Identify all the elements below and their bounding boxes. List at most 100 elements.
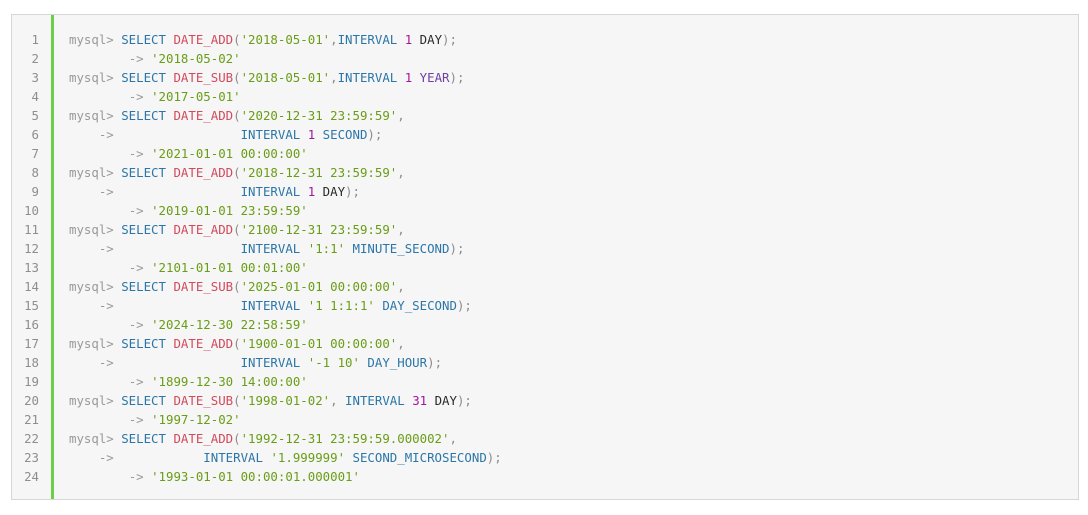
code-token: '2018-12-31 23:59:59' — [240, 165, 398, 180]
code-line: mysql> SELECT DATE_ADD('2100-12-31 23:59… — [69, 220, 1078, 239]
code-token — [69, 374, 129, 389]
code-token — [114, 450, 204, 465]
code-token: ); — [486, 450, 502, 465]
code-token: DATE_SUB — [173, 393, 234, 408]
code-token: ( — [233, 431, 241, 446]
code-content[interactable]: mysql> SELECT DATE_ADD('2018-05-01',INTE… — [69, 15, 1078, 486]
code-line: -> '1997-12-02' — [69, 410, 1078, 429]
code-token: '1993-01-01 00:00:01.000001' — [151, 469, 360, 484]
code-token: '-1 10' — [307, 355, 368, 370]
code-token: -> — [128, 260, 152, 275]
code-token: 1 — [404, 70, 420, 85]
code-token: ); — [345, 184, 360, 199]
code-token: INTERVAL — [240, 184, 308, 199]
code-token: '2018-05-01' — [240, 70, 331, 85]
code-token: -> — [128, 203, 152, 218]
line-number: 5 — [31, 108, 39, 123]
code-token — [114, 184, 241, 199]
code-token: mysql> — [69, 222, 122, 237]
code-token: mysql> — [69, 279, 122, 294]
code-token: ); — [427, 355, 443, 370]
code-token: SELECT — [121, 32, 174, 47]
code-token: mysql> — [69, 108, 122, 123]
code-token: -> — [128, 374, 152, 389]
code-token — [69, 355, 99, 370]
code-token: -> — [128, 146, 152, 161]
code-token: mysql> — [69, 336, 122, 351]
code-line: -> INTERVAL '1.999999' SECOND_MICROSECON… — [69, 448, 1078, 467]
code-token: -> — [98, 355, 114, 370]
code-token: '2021-01-01 00:00:00' — [151, 146, 308, 161]
code-line: -> '2017-05-01' — [69, 87, 1078, 106]
code-token: -> — [128, 412, 152, 427]
line-number: 19 — [24, 374, 39, 389]
code-token: '2019-01-01 23:59:59' — [151, 203, 308, 218]
code-token: INTERVAL — [337, 32, 405, 47]
code-token: DATE_ADD — [173, 431, 234, 446]
code-token — [114, 127, 241, 142]
code-token: -> — [128, 51, 152, 66]
code-token: '2017-05-01' — [151, 89, 241, 104]
line-number: 14 — [24, 279, 39, 294]
code-token: , — [397, 165, 405, 180]
code-token: '2018-05-01' — [240, 32, 331, 47]
code-token: SECOND — [322, 127, 368, 142]
code-token — [69, 317, 129, 332]
code-token: 31 — [412, 393, 435, 408]
code-token: ); — [456, 298, 472, 313]
line-number: 17 — [24, 336, 39, 351]
code-token — [114, 241, 241, 256]
code-token: INTERVAL — [337, 70, 405, 85]
code-token: -> — [98, 241, 114, 256]
code-token: -> — [98, 298, 114, 313]
code-line: -> '2024-12-30 22:58:59' — [69, 315, 1078, 334]
code-token: INTERVAL — [240, 298, 308, 313]
code-line: mysql> SELECT DATE_ADD('1900-01-01 00:00… — [69, 334, 1078, 353]
code-token: 1 — [307, 184, 323, 199]
gutter-accent-bar — [51, 15, 54, 499]
code-token: DAY — [419, 32, 443, 47]
code-token — [69, 51, 129, 66]
code-line: mysql> SELECT DATE_ADD('2020-12-31 23:59… — [69, 106, 1078, 125]
code-token — [69, 203, 129, 218]
code-line: mysql> SELECT DATE_ADD('2018-12-31 23:59… — [69, 163, 1078, 182]
code-token: ); — [449, 70, 465, 85]
code-token: ( — [233, 70, 241, 85]
code-token: SELECT — [121, 165, 174, 180]
code-token — [69, 184, 99, 199]
code-token: , — [397, 222, 405, 237]
code-token: ); — [367, 127, 383, 142]
code-token — [69, 298, 99, 313]
code-token: ( — [233, 393, 241, 408]
line-number: 18 — [24, 355, 39, 370]
code-line: mysql> SELECT DATE_SUB('2025-01-01 00:00… — [69, 277, 1078, 296]
code-line: -> INTERVAL '-1 10' DAY_HOUR); — [69, 353, 1078, 372]
code-token: ( — [233, 32, 241, 47]
code-token: INTERVAL — [240, 355, 308, 370]
code-line: mysql> SELECT DATE_ADD('1992-12-31 23:59… — [69, 429, 1078, 448]
code-token — [69, 412, 129, 427]
code-token: ( — [233, 336, 241, 351]
code-line: -> INTERVAL '1 1:1:1' DAY_SECOND); — [69, 296, 1078, 315]
code-token: ); — [449, 241, 465, 256]
code-line: mysql> SELECT DATE_ADD('2018-05-01',INTE… — [69, 30, 1078, 49]
line-number: 9 — [31, 184, 39, 199]
code-token: DATE_ADD — [173, 32, 234, 47]
code-token: '1 1:1:1' — [307, 298, 383, 313]
code-token: '2018-05-02' — [151, 51, 241, 66]
line-number: 24 — [24, 469, 39, 484]
code-token: SELECT — [121, 279, 174, 294]
code-token: ( — [233, 108, 241, 123]
code-token: DATE_ADD — [173, 336, 234, 351]
code-token: 1 — [404, 32, 420, 47]
line-number: 22 — [24, 431, 39, 446]
code-token: -> — [128, 89, 152, 104]
line-number: 8 — [31, 165, 39, 180]
code-token: , — [449, 431, 457, 446]
code-token: DATE_ADD — [173, 222, 234, 237]
code-token: ( — [233, 279, 241, 294]
code-token — [69, 146, 129, 161]
code-token: DATE_SUB — [173, 70, 234, 85]
code-token: SECOND_MICROSECOND — [352, 450, 487, 465]
